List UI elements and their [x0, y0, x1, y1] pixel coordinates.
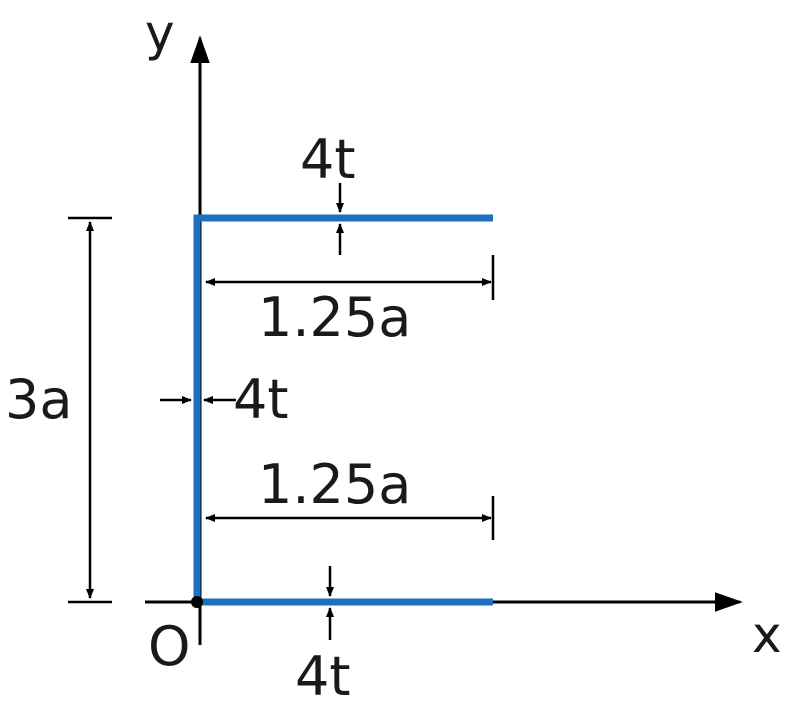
origin-label: O [148, 615, 191, 678]
x-axis-label: x [752, 606, 782, 664]
origin-point [191, 596, 203, 608]
height-label: 3a [5, 368, 72, 431]
channel-section [193, 214, 493, 606]
y-axis-label: y [145, 4, 175, 62]
top-thickness-label: 4t [300, 128, 356, 191]
web-thickness-label: 4t [233, 368, 289, 431]
top-length-label: 1.25a [258, 286, 411, 349]
bottom-length-label: 1.25a [258, 453, 411, 516]
bottom-thickness-label: 4t [295, 645, 351, 708]
